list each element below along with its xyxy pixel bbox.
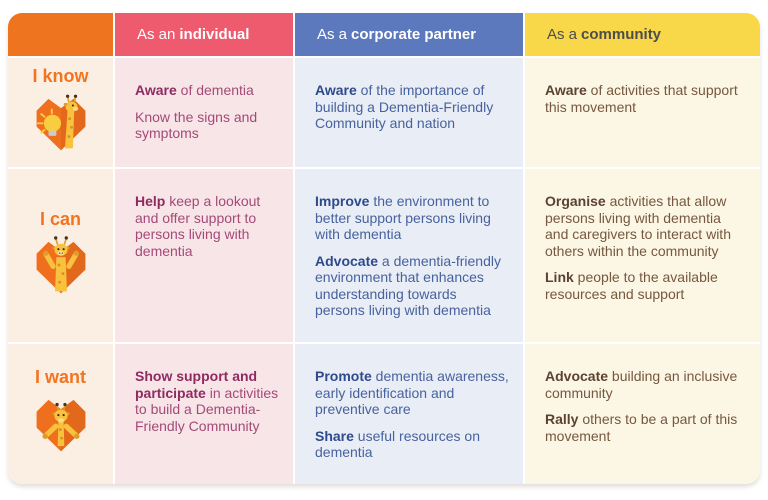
column-header-corporate: As a corporate partner bbox=[295, 13, 523, 56]
column-header-community-prefix: As a bbox=[547, 26, 578, 43]
dementia-movement-matrix: As an individual As a corporate partner … bbox=[8, 13, 760, 484]
cell-can-corporate: Improve the environment to better suppor… bbox=[295, 169, 523, 342]
row-label-i-know: I know bbox=[32, 65, 89, 86]
giraffe-lightbulb-mascot-icon bbox=[26, 89, 96, 160]
row-label-cell-i-know: I know bbox=[8, 58, 113, 167]
giraffe-bowing-mascot-icon bbox=[26, 390, 96, 461]
column-header-community: As a community bbox=[525, 13, 760, 56]
cell-want-individual: Show support and participate in activiti… bbox=[115, 344, 293, 484]
column-header-corporate-prefix: As a bbox=[317, 26, 348, 43]
column-header-individual-bold: individual bbox=[179, 26, 250, 43]
cell-can-community: Organise activities that allow persons l… bbox=[525, 169, 760, 342]
giraffe-arms-up-mascot-icon bbox=[26, 232, 96, 303]
cell-want-corporate: Promote dementia awareness, early identi… bbox=[295, 344, 523, 484]
header-corner-cell bbox=[8, 13, 113, 56]
column-header-individual: As an individual bbox=[115, 13, 293, 56]
row-label-i-can: I can bbox=[39, 208, 82, 229]
column-header-community-bold: community bbox=[581, 26, 662, 43]
cell-want-community: Advocate building an inclusive community… bbox=[525, 344, 760, 484]
cell-know-community: Aware of activities that support this mo… bbox=[525, 58, 760, 167]
column-header-corporate-bold: corporate partner bbox=[351, 26, 477, 43]
cell-know-corporate: Aware of the importance of building a De… bbox=[295, 58, 523, 167]
row-label-cell-i-can: I can bbox=[8, 169, 113, 342]
cell-can-individual: Help keep a lookout and offer support to… bbox=[115, 169, 293, 342]
column-header-individual-prefix: As an bbox=[137, 26, 176, 43]
row-label-cell-i-want: I want bbox=[8, 344, 113, 484]
row-label-i-want: I want bbox=[34, 367, 86, 387]
